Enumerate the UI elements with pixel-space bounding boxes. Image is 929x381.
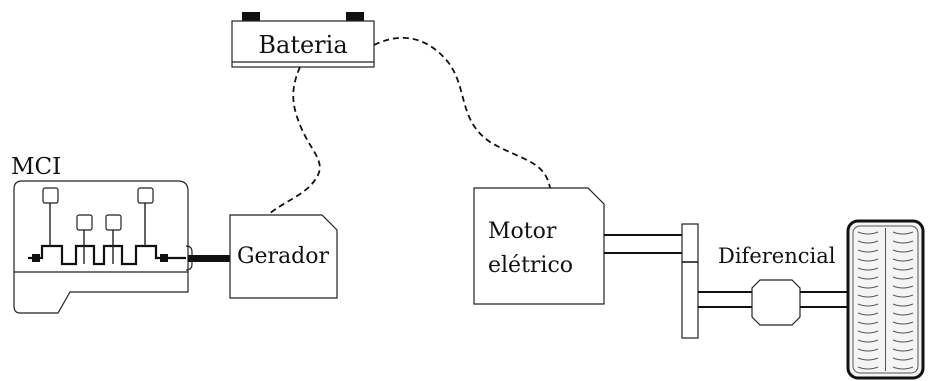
tire-tread-groove [892, 294, 914, 298]
battery-body [231, 20, 375, 68]
electric-motor-body [473, 187, 605, 305]
electric-motor: Motor elétrico [473, 187, 605, 305]
piston-3 [105, 214, 122, 231]
battery-motor-wire [373, 36, 551, 189]
tire-tread-groove [857, 348, 879, 352]
tire-tread-groove [892, 240, 914, 244]
tire-tread-groove [857, 258, 879, 262]
tire-tread-groove [857, 240, 879, 244]
differential-label: Diferencial [718, 244, 836, 268]
tire-tread-groove [892, 285, 914, 289]
tire-tread-groove [892, 258, 914, 262]
battery-label: Bateria [258, 31, 347, 59]
tire-tread-groove [892, 267, 914, 271]
tire-tread-groove [857, 330, 879, 334]
tire-tread-groove [857, 312, 879, 316]
tire-tread-groove [857, 321, 879, 325]
tire-tread-groove [857, 357, 879, 361]
battery-terminal-right [346, 12, 364, 21]
tire-tread-groove [892, 276, 914, 280]
electric-motor-label-line1: Motor [488, 219, 557, 244]
tire-tread-groove [892, 312, 914, 316]
engine-label: MCI [11, 154, 61, 180]
crankshaft [28, 244, 186, 266]
tire-tread-groove [857, 267, 879, 271]
tire-tread-groove [892, 339, 914, 343]
piston-4 [137, 187, 154, 204]
tire-tread-groove [892, 366, 914, 370]
tire-tread-groove [857, 366, 879, 370]
electric-motor-label-line2: elétrico [488, 253, 573, 278]
combustion-engine: MCI [11, 154, 193, 314]
engine-block [13, 180, 189, 314]
tire-tread-groove [892, 249, 914, 253]
tire-tread-groove [892, 330, 914, 334]
piston-2 [76, 214, 93, 231]
wheel-tire [846, 219, 925, 380]
tire-tread-groove [892, 357, 914, 361]
battery: Bateria [231, 12, 375, 68]
battery-generator-wire [267, 66, 321, 216]
tire-tread-groove [857, 249, 879, 253]
tire-tread-groove [857, 231, 879, 235]
tire-tread-groove [857, 303, 879, 307]
differential-housing [751, 279, 801, 326]
generator: Gerador [229, 214, 338, 299]
generator-body [229, 214, 338, 299]
gear-plate [681, 223, 699, 339]
motor-output-shaft [604, 234, 682, 254]
tire-tread-groove [892, 303, 914, 307]
tire-tread-groove [892, 348, 914, 352]
piston-1 [42, 187, 59, 204]
differential: Diferencial [698, 244, 852, 326]
engine-generator-shaft [188, 255, 230, 262]
tire-tread-groove [892, 321, 914, 325]
tire-tread-groove [857, 285, 879, 289]
tire-tread-groove [857, 294, 879, 298]
tire-tread-groove [892, 231, 914, 235]
tire-tread-groove [857, 276, 879, 280]
generator-label: Gerador [237, 244, 330, 269]
tire-tread-groove [857, 339, 879, 343]
battery-terminal-left [242, 12, 260, 21]
